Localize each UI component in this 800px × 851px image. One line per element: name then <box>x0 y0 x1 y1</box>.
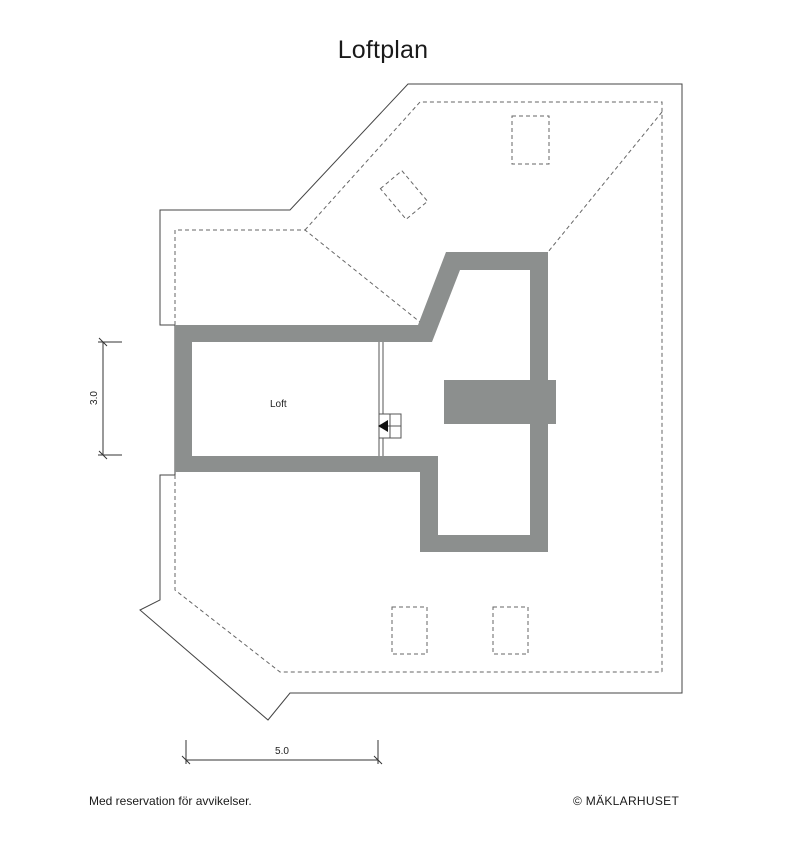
hatch <box>378 413 402 439</box>
chimney <box>444 380 556 424</box>
interior-walls <box>175 252 548 552</box>
skylight <box>379 169 429 221</box>
arrow-icon <box>378 420 388 432</box>
dimension-height-label: 3.0 <box>89 391 100 405</box>
loft-divider <box>378 342 384 456</box>
disclaimer: Med reservation för avvikelser. <box>89 794 252 808</box>
skylight <box>391 606 428 655</box>
roof-ridge-lines <box>174 101 663 673</box>
skylight <box>492 606 529 655</box>
skylights <box>379 115 550 655</box>
skylight <box>511 115 550 165</box>
dimension-width <box>181 740 383 765</box>
page-title: Loftplan <box>337 36 429 64</box>
roof-outline <box>139 83 683 721</box>
copyright: © MÄKLARHUSET <box>573 794 680 808</box>
room-label: Loft <box>270 399 287 410</box>
dimension-height <box>98 337 122 460</box>
dimension-width-label: 5.0 <box>275 746 289 757</box>
